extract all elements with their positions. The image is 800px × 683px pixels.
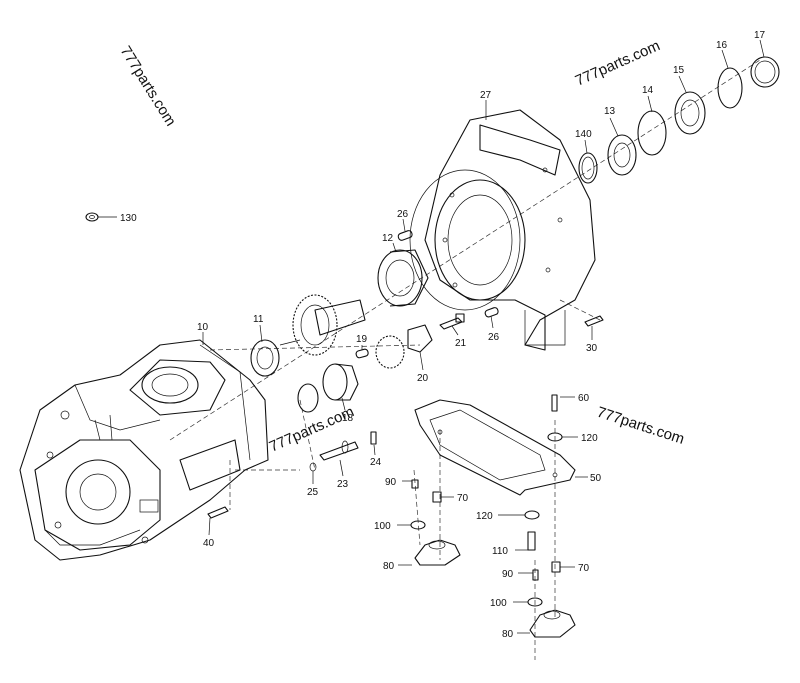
- label-30: 30: [586, 343, 598, 354]
- label-14: 14: [642, 85, 654, 96]
- watermark-3: 777parts.com: [595, 404, 687, 448]
- ring-140: [578, 152, 598, 184]
- watermark-2: 777parts.com: [573, 37, 663, 89]
- label-25: 25: [307, 487, 319, 498]
- label-80a: 80: [383, 561, 395, 572]
- bearing-13: [607, 134, 637, 176]
- bolt-40: [207, 506, 229, 519]
- gear-19-20: [355, 324, 433, 369]
- shaft-23: [319, 440, 359, 461]
- label-120b: 120: [476, 511, 493, 522]
- label-110: 110: [492, 546, 508, 557]
- washer-25: [309, 462, 317, 472]
- label-26a: 26: [397, 209, 409, 220]
- assembly-centerlines: [169, 59, 761, 660]
- label-140: 140: [575, 129, 592, 140]
- label-90b: 90: [502, 569, 514, 580]
- bearing-15: [674, 91, 706, 135]
- label-100a: 100: [374, 521, 391, 532]
- leader-lines: [98, 39, 765, 634]
- label-120a: 120: [581, 433, 598, 444]
- transmission-housing: [19, 339, 269, 561]
- mount-stack-right: [524, 394, 576, 638]
- pin-26b: [484, 307, 499, 318]
- label-12: 12: [382, 233, 394, 244]
- gear-shaft: [279, 294, 366, 356]
- label-11: 11: [253, 314, 264, 325]
- watermark-1: 777parts.com: [117, 43, 180, 129]
- label-24: 24: [370, 457, 382, 468]
- label-18: 18: [342, 413, 354, 424]
- label-17: 17: [754, 30, 766, 41]
- bracket-50: [414, 399, 576, 496]
- circlip-16: [717, 67, 743, 109]
- washer-130: [85, 212, 99, 222]
- sleeve-17: [750, 56, 780, 88]
- label-100b: 100: [490, 598, 507, 609]
- pin-26: [397, 230, 413, 241]
- label-21: 21: [455, 338, 467, 349]
- label-27: 27: [480, 90, 492, 101]
- label-15: 15: [673, 65, 685, 76]
- label-20: 20: [417, 373, 429, 384]
- bolt-24: [370, 431, 377, 445]
- label-130: 130: [120, 213, 137, 224]
- bell-housing-27: [409, 109, 596, 351]
- sleeve-18: [297, 363, 359, 413]
- shim-14: [637, 110, 667, 156]
- label-50: 50: [590, 473, 602, 484]
- label-26b: 26: [488, 332, 500, 343]
- watermarks: 777parts.com 777parts.com 777parts.com 7…: [117, 37, 687, 455]
- label-19: 19: [356, 334, 368, 345]
- bearing-12: [377, 249, 429, 307]
- label-23: 23: [337, 479, 349, 490]
- label-40: 40: [203, 538, 215, 549]
- label-10: 10: [197, 322, 209, 333]
- label-16: 16: [716, 40, 728, 51]
- bolt-21: [439, 313, 465, 330]
- label-60: 60: [578, 393, 590, 404]
- label-90a: 90: [385, 477, 397, 488]
- label-80b: 80: [502, 629, 514, 640]
- bearing-11: [250, 339, 280, 377]
- label-70a: 70: [457, 493, 469, 504]
- part-labels: 10 11 12 13 14 15 16 17 18 19 20 21 23 2…: [120, 30, 766, 640]
- label-13: 13: [604, 106, 616, 117]
- bolt-30: [584, 315, 604, 327]
- label-70b: 70: [578, 563, 590, 574]
